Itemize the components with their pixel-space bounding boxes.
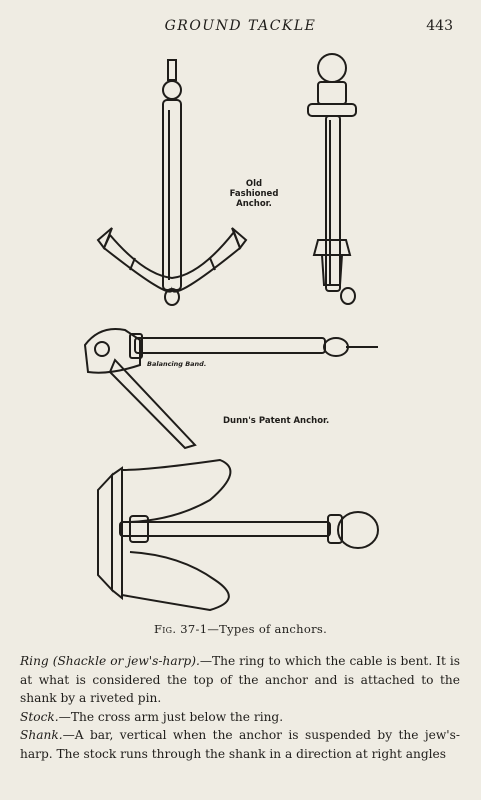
label-old-fashioned-line1: Old Fashioned (229, 179, 279, 199)
caption-text: —Types of anchors. (207, 622, 328, 636)
caption-fig-number: Fig. 37-1 (153, 622, 208, 636)
old-fashioned-anchor-side (307, 53, 357, 305)
figure-caption: Fig. 37-1—Types of anchors. (0, 622, 481, 636)
label-dunns-patent-anchor: Dunn's Patent Anchor. (223, 416, 330, 426)
label-old-fashioned-line2: Anchor. (236, 199, 272, 209)
paragraph-ring: Ring (Shackle or jew's-harp).—The ring t… (20, 652, 460, 708)
paragraph-stock: Stock.—The cross arm just below the ring… (20, 708, 460, 727)
body-text: Ring (Shackle or jew's-harp).—The ring t… (20, 652, 460, 764)
term-stock: Stock. (20, 709, 59, 724)
label-old-fashioned-anchor: Old Fashioned Anchor. (221, 179, 287, 209)
text-shank: —A bar, vertical when the anchor is susp… (20, 728, 460, 761)
stockless-anchor (97, 458, 379, 612)
text-ring: —The ring to which the cable is bent. It… (20, 654, 460, 706)
text-stock: —The cross arm just below the ring. (58, 709, 284, 724)
label-balancing-band: Balancing Band. (147, 360, 207, 368)
anchors-figure (83, 53, 379, 612)
old-fashioned-anchor-front (96, 59, 248, 306)
running-header: GROUND TACKLE (164, 18, 317, 34)
term-shank: Shank. (20, 728, 63, 743)
dunns-patent-anchor (83, 328, 378, 450)
paragraph-shank: Shank.—A bar, vertical when the anchor i… (20, 726, 460, 763)
page-number: 443 (426, 18, 453, 34)
term-ring: Ring (Shackle or jew's-harp). (20, 654, 200, 668)
